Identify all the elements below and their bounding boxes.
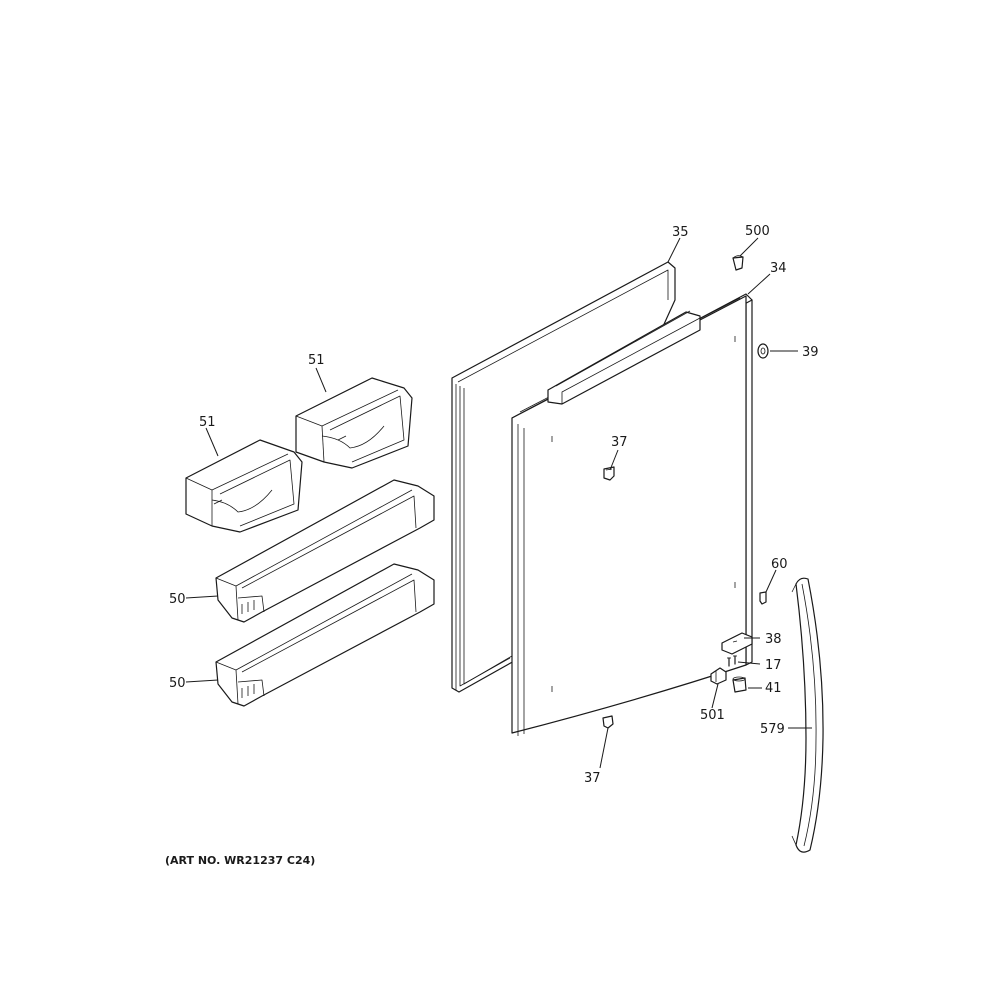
callout-34: 34 (770, 261, 787, 276)
hinge-cap-part-37-lower (602, 715, 614, 729)
callout-501: 501 (700, 708, 725, 723)
hinge-pin-part-501 (710, 667, 727, 685)
hinge-cap-part-37-upper (603, 466, 615, 481)
door-handle-part-579 (791, 577, 824, 853)
callout-37-upper: 37 (611, 435, 628, 450)
bushing-part-39 (757, 343, 769, 359)
callout-17: 17 (765, 658, 782, 673)
callout-38: 38 (765, 632, 782, 647)
art-number: (ART NO. WR21237 C24) (165, 854, 315, 867)
pin-part-60 (759, 591, 767, 605)
callout-37-lower: 37 (584, 771, 601, 786)
screws-part-17 (727, 655, 737, 667)
callout-579: 579 (760, 722, 785, 737)
callout-50-upper: 50 (169, 592, 186, 607)
callout-51-lower: 51 (199, 415, 216, 430)
door-assembly-part-34 (511, 293, 753, 736)
callout-60: 60 (771, 557, 788, 572)
callout-41: 41 (765, 681, 782, 696)
callout-51-upper: 51 (308, 353, 325, 368)
callout-35: 35 (672, 225, 689, 240)
door-shelf-part-50-lower (215, 563, 435, 707)
door-bin-part-51-lower (185, 439, 303, 533)
callout-500: 500 (745, 224, 770, 239)
door-shelf-part-50-upper (215, 479, 435, 623)
callout-50-lower: 50 (169, 676, 186, 691)
callout-labels: 35 500 34 39 51 51 37 37 60 38 17 41 501… (169, 224, 819, 786)
cap-part-41 (732, 676, 747, 693)
door-bin-part-51-upper (295, 377, 413, 469)
plug-part-500 (732, 255, 744, 271)
callout-39: 39 (802, 345, 819, 360)
leader-lines (185, 237, 812, 769)
